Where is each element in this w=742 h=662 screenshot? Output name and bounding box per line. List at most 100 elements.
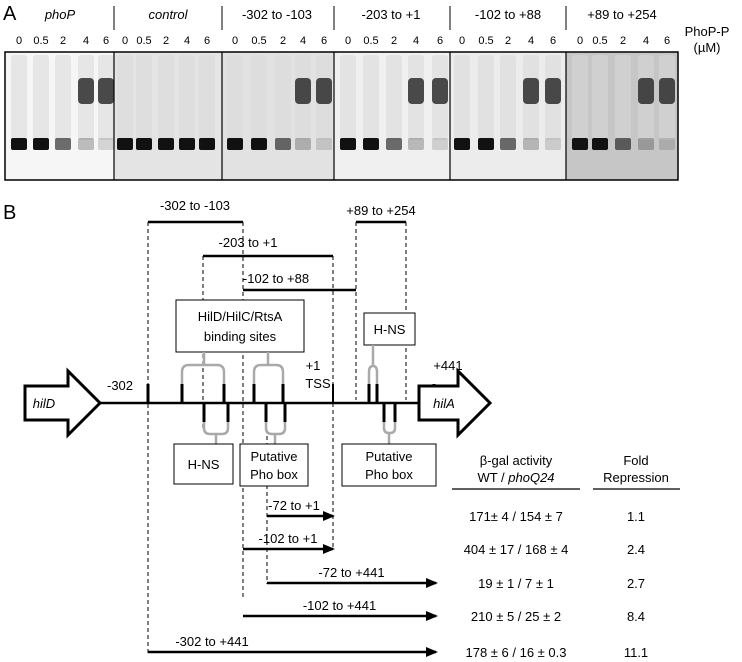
free-probe-band bbox=[478, 138, 494, 150]
gel-well bbox=[55, 55, 71, 140]
hns-top-label: H-NS bbox=[374, 322, 406, 337]
hns-bottom-label: H-NS bbox=[188, 457, 220, 472]
concentration-label: 4 bbox=[528, 35, 534, 47]
gel-well bbox=[363, 55, 379, 140]
gel-well bbox=[11, 55, 27, 140]
free-probe-band bbox=[386, 138, 402, 150]
hild-gene-label: hilD bbox=[33, 396, 55, 411]
probe-label-p4: +89 to +254 bbox=[346, 203, 415, 218]
table-header-fold-line1: Fold bbox=[623, 453, 648, 468]
concentration-label: 2 bbox=[60, 35, 66, 47]
concentration-label: 0.5 bbox=[136, 35, 151, 47]
binding-site-marks bbox=[180, 384, 397, 422]
free-probe-band bbox=[158, 138, 174, 150]
lane-header-p4: +89 to +254 bbox=[587, 7, 656, 22]
free-probe-band bbox=[454, 138, 470, 150]
free-probe-band bbox=[227, 138, 243, 150]
concentration-label: 2 bbox=[620, 35, 626, 47]
activity-value: 210 ± 5 / 25 ± 2 bbox=[471, 609, 561, 624]
gel-well bbox=[615, 55, 631, 140]
gel-well bbox=[179, 55, 195, 140]
free-probe-band bbox=[199, 138, 215, 150]
pho-box-2-label-line1: Putative bbox=[366, 449, 413, 464]
free-probe-band bbox=[545, 138, 561, 150]
free-probe-band bbox=[295, 138, 311, 150]
free-probe-band bbox=[340, 138, 356, 150]
free-probe-band bbox=[408, 138, 424, 150]
concentration-label: 0 bbox=[16, 35, 22, 47]
tss-position-label: +1 bbox=[306, 358, 321, 373]
free-probe-band bbox=[117, 138, 133, 150]
pho-box-2-label-line2: Pho box bbox=[365, 467, 413, 482]
lane-headers: phoP control -302 to -103 -203 to +1 -10… bbox=[44, 7, 657, 22]
free-probe-band bbox=[572, 138, 588, 150]
concentration-label: 0.5 bbox=[33, 35, 48, 47]
gel-well bbox=[158, 55, 174, 140]
position-label-left: -302 bbox=[107, 378, 133, 393]
fold-repression-value: 11.1 bbox=[624, 645, 648, 660]
concentration-label: 4 bbox=[413, 35, 419, 47]
free-probe-band bbox=[638, 138, 654, 150]
tss-label: TSS bbox=[305, 376, 331, 391]
concentration-label: 0.5 bbox=[363, 35, 378, 47]
concentration-label: 2 bbox=[280, 35, 286, 47]
free-probe-band bbox=[659, 138, 675, 150]
hns-top-box bbox=[363, 312, 416, 346]
free-probe-band bbox=[78, 138, 94, 150]
table-header-activity-line1: β-gal activity bbox=[480, 453, 553, 468]
probe-label-p2: -203 to +1 bbox=[219, 235, 278, 250]
concentration-label: 6 bbox=[321, 35, 327, 47]
free-probe-band bbox=[251, 138, 267, 150]
free-probe-band bbox=[615, 138, 631, 150]
header-separators bbox=[113, 6, 567, 30]
panel-b-letter: B bbox=[3, 202, 16, 224]
concentration-label: 0.5 bbox=[251, 35, 266, 47]
dashed-guides bbox=[147, 222, 407, 655]
gel-well bbox=[33, 55, 49, 140]
shifted-band bbox=[98, 78, 114, 104]
shifted-band bbox=[432, 78, 448, 104]
concentration-label: 2 bbox=[163, 35, 169, 47]
gel-well bbox=[227, 55, 243, 140]
gel-well bbox=[454, 55, 470, 140]
gel-well bbox=[592, 55, 608, 140]
fusion-label: -302 to +441 bbox=[175, 634, 248, 649]
probe-bars bbox=[148, 220, 406, 292]
pho-box-1-label-line2: Pho box bbox=[250, 467, 298, 482]
free-probe-band bbox=[11, 138, 27, 150]
concentration-label: 0.5 bbox=[592, 35, 607, 47]
shifted-band bbox=[78, 78, 94, 104]
hild-binding-sites-label-line1: HilD/HilC/RtsA bbox=[198, 309, 283, 324]
gel-strip bbox=[4, 51, 679, 181]
free-probe-band bbox=[316, 138, 332, 150]
probe-label-p3: -102 to +88 bbox=[243, 271, 309, 286]
activity-value: 404 ± 17 / 168 ± 4 bbox=[464, 542, 569, 557]
concentration-label: 0 bbox=[232, 35, 238, 47]
concentration-label: 0 bbox=[122, 35, 128, 47]
shifted-band bbox=[295, 78, 311, 104]
lane-header-p2: -203 to +1 bbox=[362, 7, 421, 22]
concentration-label: 0.5 bbox=[478, 35, 493, 47]
free-probe-band bbox=[55, 138, 71, 150]
activity-value: 19 ± 1 / 7 ± 1 bbox=[478, 576, 554, 591]
shifted-band bbox=[545, 78, 561, 104]
gel-well bbox=[117, 55, 133, 140]
top-binding-brackets bbox=[180, 345, 379, 384]
fusion-label: -102 to +1 bbox=[259, 531, 318, 546]
activity-value: 178 ± 6 / 16 ± 0.3 bbox=[465, 645, 566, 660]
panel-a-letter: A bbox=[3, 3, 17, 25]
gel-well bbox=[275, 55, 291, 140]
gel-well bbox=[386, 55, 402, 140]
conc-axis-label-line2: (µM) bbox=[694, 40, 721, 55]
free-probe-band bbox=[432, 138, 448, 150]
gel-well bbox=[340, 55, 356, 140]
probe-label-p1: -302 to -103 bbox=[160, 198, 230, 213]
fusion-label: -102 to +441 bbox=[303, 598, 376, 613]
concentration-label: 4 bbox=[643, 35, 649, 47]
fold-repression-value: 2.7 bbox=[627, 576, 645, 591]
gel-well bbox=[478, 55, 494, 140]
shifted-band bbox=[638, 78, 654, 104]
